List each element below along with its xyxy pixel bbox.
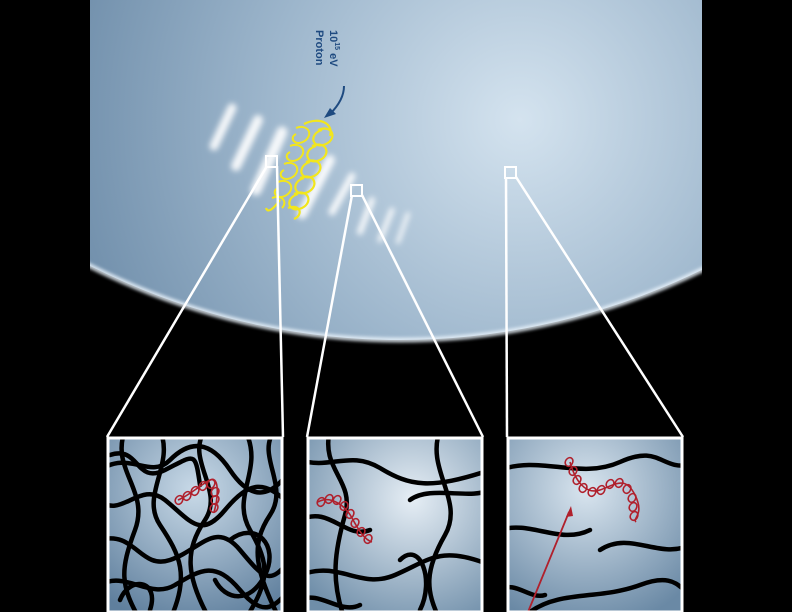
zoom-panel-right <box>506 436 684 612</box>
zoom-source-square-right <box>504 166 517 179</box>
zoom-panel-middle <box>306 436 484 612</box>
magnetic-field-lines <box>108 438 282 612</box>
particle-name: Proton <box>313 30 325 66</box>
incoming-particle-arrow-icon <box>527 506 573 612</box>
zoom-source-square-left <box>265 155 278 168</box>
energy-unit: eV <box>327 50 339 67</box>
energy-exponent: 15 <box>333 42 340 50</box>
atmosphere-dome <box>90 0 702 343</box>
particle-trajectory <box>564 456 640 523</box>
svg-text:1015 eV: 1015 eV <box>327 30 340 67</box>
particle-trajectory <box>316 493 373 545</box>
energy-base: 10 <box>327 30 339 42</box>
zoom-source-square-middle <box>350 184 363 197</box>
magnetic-field-lines <box>308 438 482 612</box>
zoom-panel-left <box>106 436 284 612</box>
particle-trajectory <box>174 478 220 514</box>
proton-label: 1015 eV Proton <box>313 30 340 67</box>
zoom-connector-lines <box>105 165 685 438</box>
proton-pointer-arrow-icon <box>324 85 345 118</box>
